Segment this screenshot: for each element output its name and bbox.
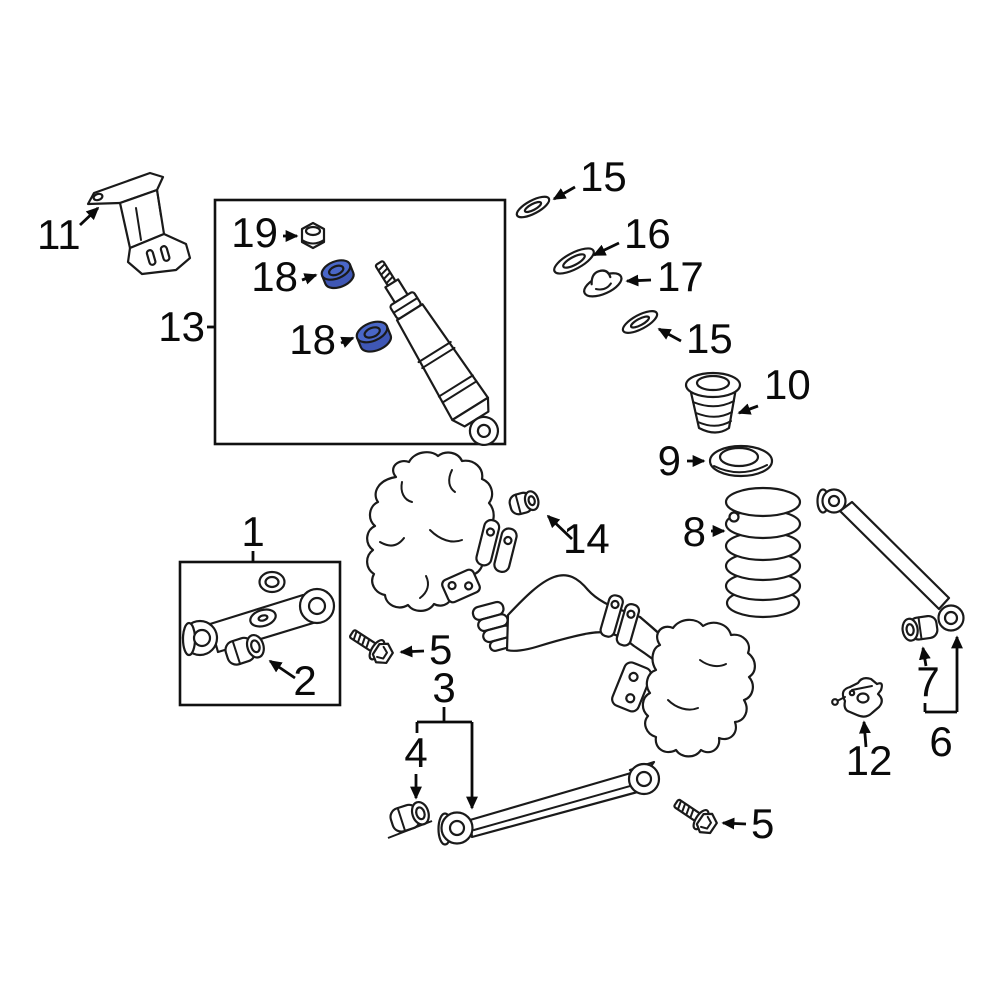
- callout-label-18b[interactable]: 18: [289, 316, 336, 363]
- callout-4[interactable]: 4: [404, 729, 428, 800]
- callout-label-17[interactable]: 17: [657, 253, 704, 300]
- callout-18b[interactable]: 18: [289, 316, 355, 363]
- part-18-cushion-upper[interactable]: [319, 256, 357, 291]
- part-12-bracket: [831, 677, 883, 718]
- callout-label-4[interactable]: 4: [404, 729, 427, 776]
- callout-17[interactable]: 17: [625, 253, 704, 300]
- callout-label-3[interactable]: 3: [432, 664, 455, 711]
- callout-19[interactable]: 19: [231, 209, 299, 256]
- part-6-trailing-arm: [816, 488, 965, 632]
- part-3-lateral-rod: [437, 760, 661, 846]
- part-4-edge-line: [387, 820, 433, 839]
- callout-label-16[interactable]: 16: [624, 210, 671, 257]
- callout-label-15a[interactable]: 15: [580, 153, 627, 200]
- callout-label-18a[interactable]: 18: [251, 253, 298, 300]
- callout-15a[interactable]: 15: [552, 153, 627, 201]
- part-15-washer-upper: [515, 195, 551, 219]
- leader-arrow-17: [625, 274, 652, 287]
- part-15-washer-lower: [621, 310, 659, 334]
- leader-arrow-18a: [301, 273, 318, 285]
- callout-5b[interactable]: 5: [721, 800, 774, 847]
- leader-arrow-18b: [340, 336, 355, 348]
- callout-label-15b[interactable]: 15: [686, 315, 733, 362]
- part-13-shock-absorber: [374, 260, 500, 447]
- part-8-coil-spring: [724, 486, 802, 619]
- callout-label-19[interactable]: 19: [231, 209, 278, 256]
- leader-arrow-14: [546, 514, 573, 541]
- callout-6[interactable]: 6: [923, 635, 963, 765]
- callout-2[interactable]: 2: [268, 657, 317, 704]
- part-10-bump-stopper: [684, 371, 742, 434]
- part-4-bushing: [389, 800, 430, 833]
- leader-arrow-12: [858, 720, 871, 748]
- callout-18a[interactable]: 18: [251, 253, 318, 300]
- part-2-bushing: [224, 633, 265, 666]
- part-5-bolt-lower: [673, 798, 718, 835]
- callout-16[interactable]: 16: [592, 210, 671, 257]
- callout-label-2[interactable]: 2: [293, 657, 316, 704]
- callout-10[interactable]: 10: [737, 361, 811, 415]
- leader-arrow-5b: [721, 817, 747, 830]
- leader-arrow-7: [918, 646, 931, 667]
- leader-arrow-11: [79, 206, 100, 227]
- part-18-cushion-lower[interactable]: [354, 318, 394, 356]
- leader-arrow-5a: [399, 645, 425, 658]
- callout-12[interactable]: 12: [846, 720, 893, 784]
- part-7-bushing: [901, 614, 939, 642]
- callout-14[interactable]: 14: [546, 514, 610, 562]
- part-16-washer: [553, 247, 595, 275]
- callout-1[interactable]: 1: [241, 508, 265, 562]
- leader-arrow-16: [592, 241, 620, 257]
- rear-axle-housing: [366, 451, 756, 758]
- leader-arrow-15b: [657, 327, 682, 343]
- callout-label-7[interactable]: 7: [916, 658, 939, 705]
- callout-label-13[interactable]: 13: [158, 303, 205, 350]
- callout-label-6[interactable]: 6: [929, 718, 952, 765]
- leader-arrow-10: [737, 403, 759, 415]
- callout-label-12[interactable]: 12: [846, 737, 893, 784]
- callout-13[interactable]: 13: [158, 303, 215, 350]
- callout-label-10[interactable]: 10: [764, 361, 811, 408]
- callout-label-8[interactable]: 8: [683, 508, 706, 555]
- callout-15b[interactable]: 15: [657, 315, 733, 362]
- callout-label-5b[interactable]: 5: [751, 800, 774, 847]
- callout-3[interactable]: 3: [415, 664, 478, 810]
- callout-7[interactable]: 7: [916, 646, 940, 705]
- callout-8[interactable]: 8: [683, 508, 726, 555]
- part-14-bushing: [508, 490, 540, 516]
- callout-5a[interactable]: 5: [399, 626, 452, 673]
- part-1-control-arm: [181, 570, 336, 657]
- leader-arrow-2: [268, 659, 296, 680]
- callout-label-1[interactable]: 1: [241, 508, 264, 555]
- part-9-spring-seat: [708, 444, 774, 478]
- part-11-bracket: [86, 171, 192, 276]
- callout-label-5a[interactable]: 5: [429, 626, 452, 673]
- leader-arrow-15a: [552, 185, 576, 201]
- part-5-bolt-upper: [349, 629, 394, 665]
- callout-11[interactable]: 11: [37, 206, 100, 258]
- callout-label-9[interactable]: 9: [658, 437, 681, 484]
- callout-label-11[interactable]: 11: [37, 211, 81, 258]
- part-17-cushion-retainer: [583, 269, 623, 298]
- part-19-nut: [300, 221, 326, 250]
- callout-9[interactable]: 9: [658, 437, 706, 484]
